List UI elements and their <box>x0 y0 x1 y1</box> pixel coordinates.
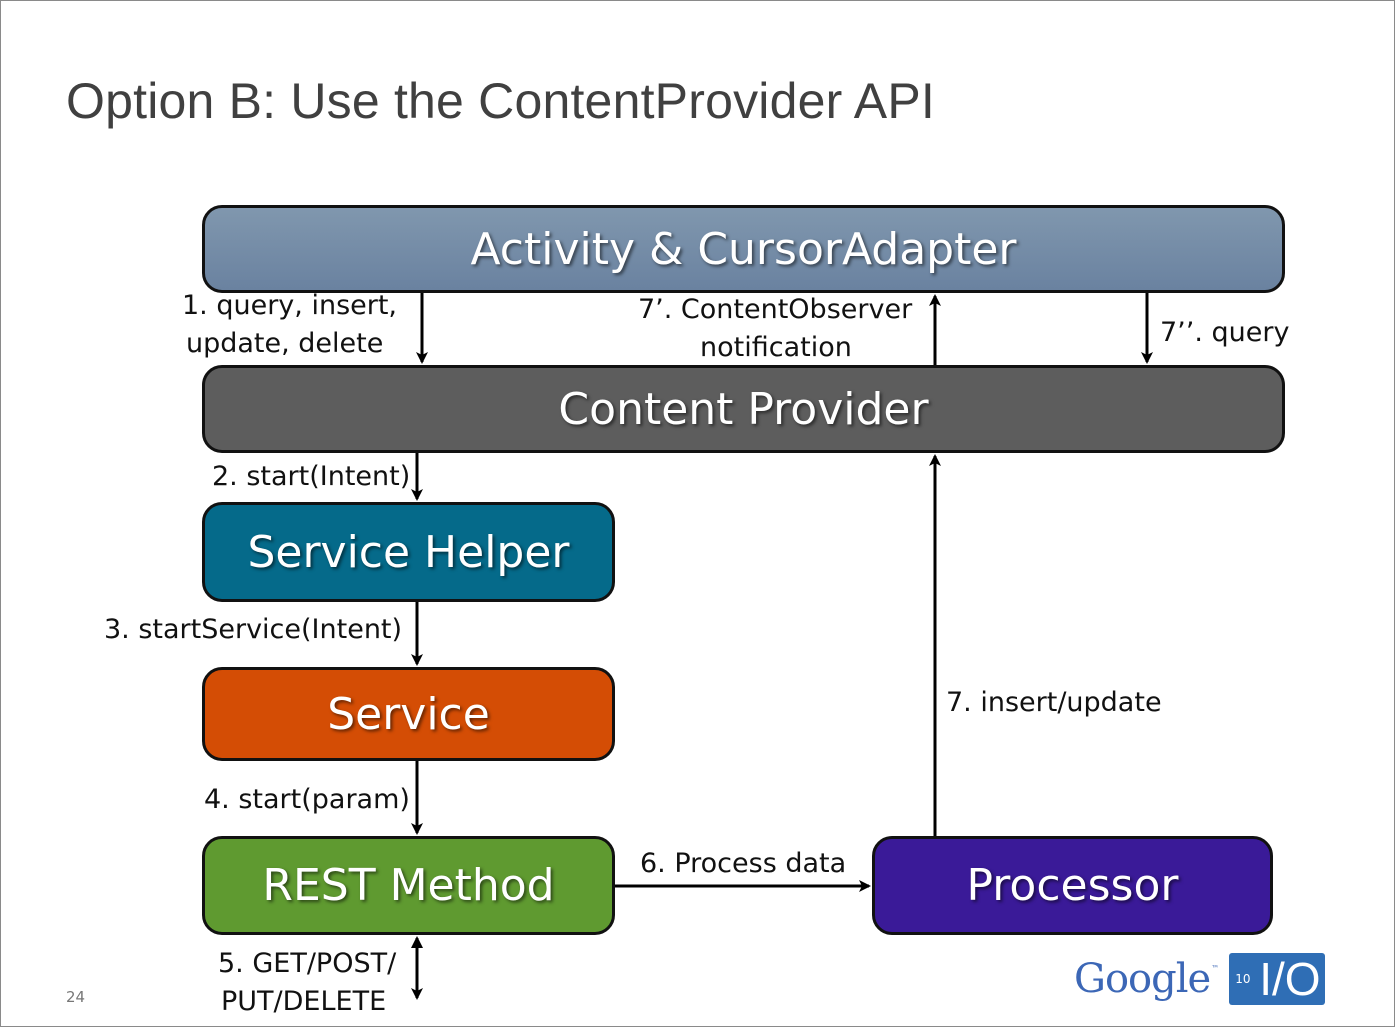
helper-box-label: Service Helper <box>247 526 570 578</box>
step4-label: 4. start(param) <box>204 784 410 815</box>
google-io-logo: Google ™ 10 I/O <box>1074 952 1326 1006</box>
step1-label-line2: update, delete <box>186 328 384 359</box>
rest-method-box: REST Method <box>202 836 615 935</box>
service-box-label: Service <box>327 688 490 740</box>
step3-label: 3. startService(Intent) <box>104 614 403 645</box>
activity-box-label: Activity & CursorAdapter <box>470 223 1017 275</box>
io-year: 10 <box>1235 972 1251 986</box>
step6-label: 6. Process data <box>640 848 847 879</box>
io-text: I/O <box>1259 953 1321 1005</box>
content-provider-box: Content Provider <box>202 365 1285 453</box>
processor-box-label: Processor <box>966 860 1179 911</box>
provider-box-label: Content Provider <box>558 383 929 435</box>
step7-double-prime-label: 7’’. query <box>1160 317 1290 348</box>
step2-label: 2. start(Intent) <box>212 461 411 492</box>
page-number: 24 <box>66 988 86 1006</box>
step1-label-line1: 1. query, insert, <box>182 290 398 321</box>
google-wordmark: Google <box>1074 956 1211 1002</box>
slide-title: Option B: Use the ContentProvider API <box>66 73 935 129</box>
service-box: Service <box>202 667 615 761</box>
processor-box: Processor <box>872 836 1273 935</box>
activity-cursoradapter-box: Activity & CursorAdapter <box>202 205 1285 293</box>
step7-label: 7. insert/update <box>946 687 1162 718</box>
service-helper-box: Service Helper <box>202 502 615 602</box>
step5-label-line2: PUT/DELETE <box>221 986 387 1017</box>
trademark-mark: ™ <box>1211 963 1220 973</box>
io-badge: 10 I/O <box>1229 953 1326 1005</box>
step7-prime-label-line2: notification <box>700 332 852 363</box>
step7-prime-label-line1: 7’. ContentObserver <box>638 294 913 325</box>
step5-label-line1: 5. GET/POST/ <box>218 948 397 979</box>
rest-box-label: REST Method <box>262 860 555 911</box>
